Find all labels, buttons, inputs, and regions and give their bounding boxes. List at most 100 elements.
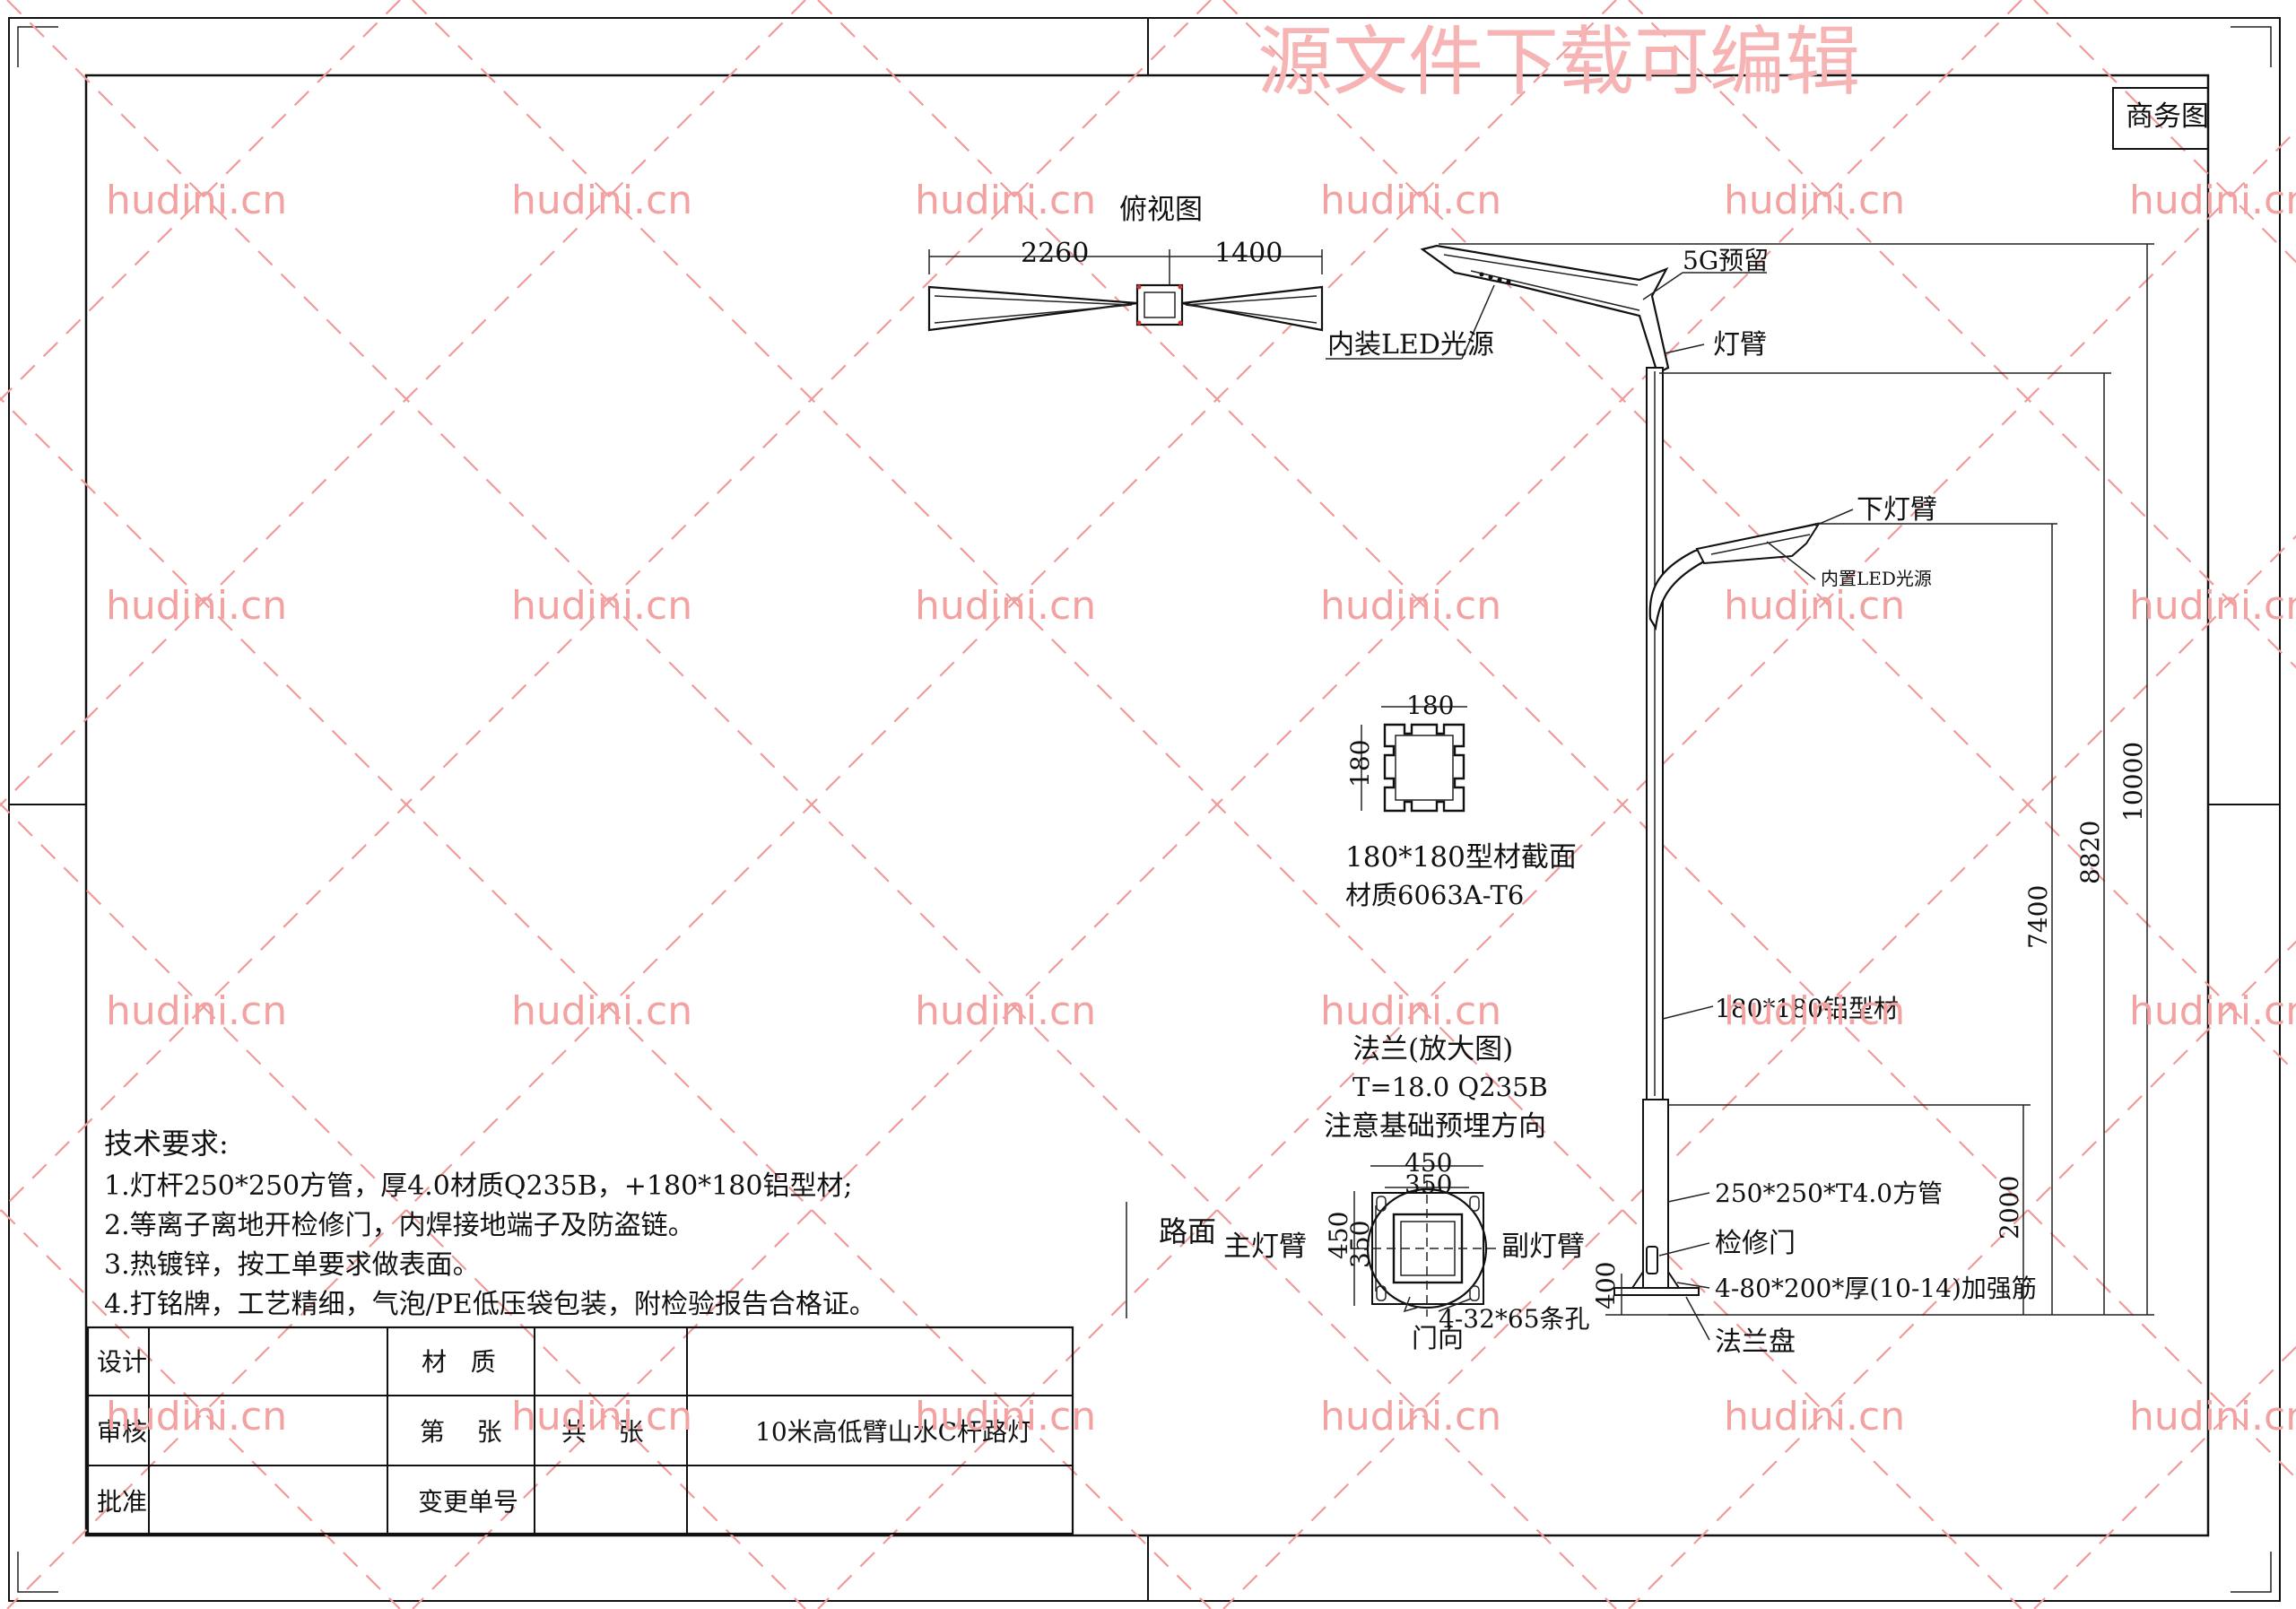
watermark-text: hudini.cn (511, 583, 692, 629)
section-caption-1: 180*180型材截面 (1345, 841, 1577, 874)
section-caption-2: 材质6063A-T6 (1345, 880, 1524, 910)
tb-material: 材 质 (422, 1347, 496, 1377)
upper-lamp-inner (1443, 254, 1640, 311)
watermark-diagonal (1628, 940, 2296, 1609)
road-label: 路面 (1159, 1214, 1216, 1248)
corner-label-box (2112, 87, 2209, 150)
tube-leader (1667, 1192, 1710, 1203)
top-view-dim-right: 1400 (1214, 238, 1283, 269)
flange-dim-400: 400 (1591, 1262, 1621, 1309)
lower-lamp-inner (1710, 534, 1811, 555)
tb-sheet-total: 共 张 (561, 1417, 644, 1447)
corner-mark-br (2231, 1552, 2272, 1593)
watermark-text: hudini.cn (915, 1394, 1096, 1439)
tb-approve: 批准 (97, 1487, 147, 1517)
watermark-grid: hudini.cn hudini.cn hudini.cn hudini.cn hudi… (106, 178, 2296, 1439)
watermark-text: hudini.cn (1724, 1394, 1905, 1439)
height-dimensions (1439, 243, 2154, 1316)
watermark-diagonal (0, 0, 1212, 1213)
flange-caption-1: 法兰(放大图) (1352, 1033, 1513, 1065)
corner-mark-tr (2231, 26, 2272, 67)
corner-mark-tl (17, 26, 58, 67)
watermark-text: hudini.cn (106, 988, 287, 1034)
watermark-text: hudini.cn (915, 988, 1096, 1034)
watermark-text: hudini.cn (1320, 178, 1501, 223)
service-door (1646, 1246, 1658, 1274)
upper-arm-label: 灯臂 (1713, 329, 1767, 361)
watermark-text: hudini.cn (106, 583, 287, 629)
drawing-frame (84, 74, 2210, 1537)
upper-lamp-head (1420, 244, 1670, 375)
upper-led-dots (1479, 272, 1511, 284)
top-view-arms (927, 283, 1324, 332)
lower-led-label: 内置LED光源 (1821, 568, 1932, 589)
sub-arm-label: 副灯臂 (1501, 1231, 1585, 1263)
watermark-text: hudini.cn (511, 178, 692, 223)
watermark-diagonal (412, 0, 2022, 1609)
download-banner: 源文件下载可编辑 (1257, 18, 1860, 106)
tech-item-1: 1.灯杆250*250方管，厚4.0材质Q235B，+180*180铝型材; (104, 1170, 853, 1202)
watermark-text: hudini.cn (511, 1394, 692, 1439)
holes-label: 4-32*65条孔 (1439, 1304, 1590, 1334)
watermark-text: hudini.cn (915, 583, 1096, 629)
dim-7400: 7400 (2023, 885, 2053, 949)
lower-lamp-head (1695, 522, 1822, 565)
watermark-text: hudini.cn (2129, 178, 2296, 223)
door-direction-label: 门向 (1412, 1323, 1464, 1353)
watermark-diagonal (817, 129, 2296, 1609)
ribs-label: 4-80*200*厚(10-14)加强筋 (1715, 1274, 2037, 1303)
flange-inner-dim: 350 (1405, 1170, 1452, 1199)
corner-label: 商务图 (2126, 100, 2209, 133)
flange-caption-3: 注意基础预埋方向 (1324, 1110, 1546, 1143)
lower-arm-label: 下灯臂 (1857, 494, 1937, 526)
stiffener-ribs (1631, 1268, 1680, 1289)
watermark-text: hudini.cn (1320, 583, 1501, 629)
watermark-text: hudini.cn (1724, 583, 1905, 629)
section-profile (1383, 723, 1465, 813)
watermark-diagonal (0, 0, 806, 807)
watermark-diagonal (1628, 0, 2296, 669)
corner-mark-bl (17, 1552, 58, 1593)
door-label: 检修门 (1715, 1228, 1796, 1259)
profile-leader (1662, 1005, 1714, 1020)
tech-item-3: 3.热镀锌，按工单要求做表面。 (104, 1249, 480, 1281)
lower-arm-leader (1814, 509, 1854, 526)
tb-drawing-title: 10米高低臂山水C杆路灯 (755, 1417, 1032, 1447)
flange-side-inner: 350 (1345, 1221, 1375, 1268)
tube-label: 250*250*T4.0方管 (1715, 1178, 1943, 1208)
g5-label: 5G预留 (1683, 246, 1769, 275)
top-view-led-label: 内装LED光源 (1327, 329, 1494, 361)
section-dim-width: 180 (1406, 691, 1454, 720)
ribs-leader (1676, 1282, 1710, 1289)
tb-sheet-no: 第 张 (420, 1417, 502, 1447)
top-view-led-leader (1461, 284, 1495, 360)
base-flange-plate (1613, 1287, 1700, 1296)
flange-plate-leader (1685, 1296, 1710, 1341)
watermark-text: hudini.cn (106, 178, 287, 223)
flange-plate-drawing (1358, 1180, 1496, 1317)
section-dim-height: 180 (1345, 740, 1375, 787)
watermark-diagonal (6, 0, 1617, 1609)
tech-item-2: 2.等离子离地开检修门，内焊接地端子及防盗链。 (104, 1210, 695, 1241)
flange-caption-2: T=18.0 Q235B (1352, 1072, 1548, 1102)
watermark-text: hudini.cn (2129, 583, 2296, 629)
flange-plate-label: 法兰盘 (1715, 1326, 1796, 1358)
tech-title: 技术要求: (104, 1126, 229, 1161)
watermark-text: hudini.cn (2129, 988, 2296, 1034)
watermark-text: hudini.cn (1320, 988, 1501, 1034)
flange-side-outer: 450 (1324, 1212, 1353, 1259)
tb-change-no: 变更单号 (418, 1487, 518, 1517)
lower-led-leader (1766, 541, 1816, 580)
g5-leader (1642, 272, 1683, 300)
tb-design: 设计 (97, 1347, 147, 1377)
watermark-text: hudini.cn (106, 1394, 287, 1439)
top-view-title: 俯视图 (1119, 194, 1203, 226)
section-profile-inner (1395, 735, 1454, 801)
dim-10000: 10000 (2118, 742, 2148, 822)
upper-arm-leader (1664, 344, 1705, 354)
road-label-1: 路面 (1159, 1214, 1216, 1248)
main-arm-label: 主灯臂 (1223, 1231, 1307, 1263)
tech-item-4: 4.打铭牌，工艺精细，气泡/PE低压袋包装，附检验报告合格证。 (104, 1289, 876, 1320)
